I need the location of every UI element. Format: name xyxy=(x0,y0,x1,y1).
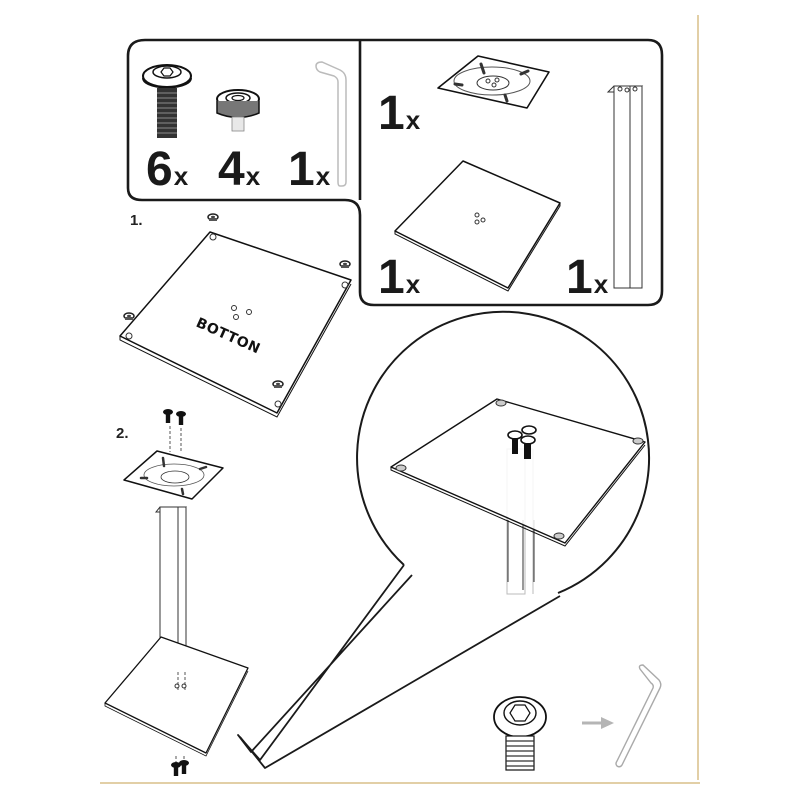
qty-allen-key: 1x xyxy=(288,146,330,194)
qty-suffix: x xyxy=(245,161,261,191)
qty-pillar: 1x xyxy=(566,254,608,302)
magnified-top-plate-icon xyxy=(237,310,651,769)
qty-foot-pad: 4x xyxy=(218,146,260,194)
parts-box-frame xyxy=(126,38,664,307)
qty-mounting-plate: 1x xyxy=(378,90,420,138)
qty-suffix: x xyxy=(405,269,421,299)
qty-number: 1 xyxy=(378,87,405,140)
step-2-number: 2. xyxy=(116,425,129,442)
qty-screw: 6x xyxy=(146,146,188,194)
arrow-right-icon xyxy=(582,717,614,729)
qty-suffix: x xyxy=(173,161,189,191)
qty-number: 1 xyxy=(378,251,405,304)
qty-suffix: x xyxy=(593,269,609,299)
qty-number: 1 xyxy=(566,251,593,304)
qty-suffix: x xyxy=(315,161,331,191)
square-pillar-icon xyxy=(606,85,644,289)
page-bottom-rule xyxy=(100,782,700,784)
allen-key-icon xyxy=(615,664,662,768)
tool-hint xyxy=(493,664,662,771)
hex-socket-screw-icon xyxy=(493,696,547,771)
page-right-rule xyxy=(697,15,699,780)
step-1-number: 1. xyxy=(130,212,143,229)
knurled-foot-pad-icon xyxy=(216,89,260,132)
qty-number: 4 xyxy=(218,143,245,196)
mounting-plate-icon xyxy=(437,55,550,109)
base-plate-icon xyxy=(394,160,561,292)
step2-pillar-assembly xyxy=(104,409,249,776)
qty-base-plate: 1x xyxy=(378,254,420,302)
qty-number: 1 xyxy=(288,143,315,196)
qty-number: 6 xyxy=(146,143,173,196)
hex-socket-screw-icon xyxy=(142,64,192,138)
step1-base-plate xyxy=(119,213,352,418)
allen-key-icon xyxy=(315,61,347,187)
qty-suffix: x xyxy=(405,105,421,135)
